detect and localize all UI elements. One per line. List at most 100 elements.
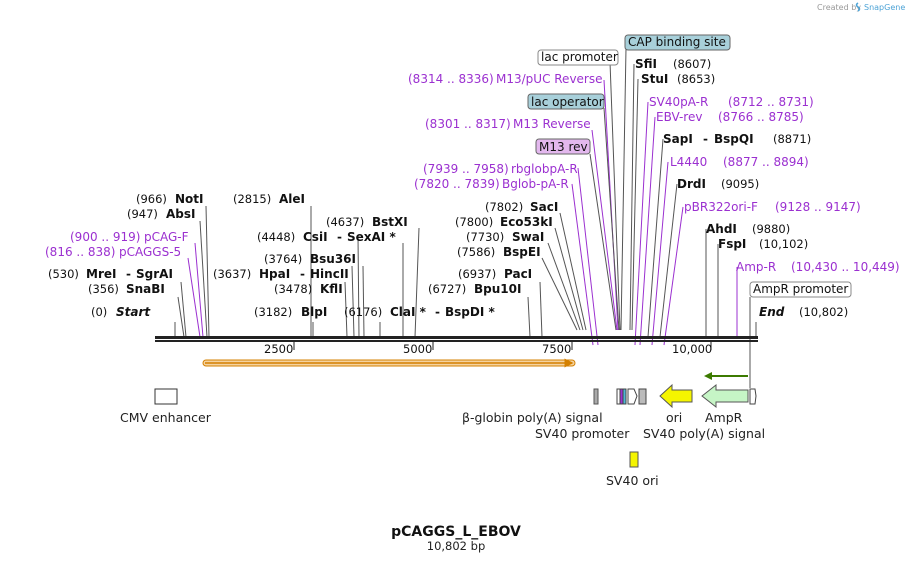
lac-operator-label[interactable]: lac operator bbox=[531, 95, 604, 109]
site-pacI[interactable]: PacI bbox=[504, 267, 532, 281]
primer-pos: (8301 .. 8317) bbox=[425, 117, 511, 131]
site-swaI[interactable]: SwaI bbox=[512, 230, 544, 244]
site-claI[interactable]: ClaI * bbox=[390, 305, 427, 319]
site-bspDI[interactable]: BspDI * bbox=[445, 305, 495, 319]
cmv-enhancer-feature[interactable] bbox=[154, 388, 178, 405]
plasmid-backbone bbox=[155, 336, 758, 342]
right-sites: SfiI (8607) StuI (8653) SV40pA-R (8712 .… bbox=[635, 57, 900, 274]
m13-rev-label[interactable]: M13 rev bbox=[539, 140, 588, 154]
primer-m13-puc-reverse[interactable]: M13/pUC Reverse bbox=[496, 72, 603, 86]
site-pos: (4448) bbox=[257, 230, 295, 244]
primer-bglob-pa-r[interactable]: Bglob-pA-R bbox=[502, 177, 569, 191]
primer-ebv-rev[interactable]: EBV-rev bbox=[656, 110, 702, 124]
site-pos: (7802) bbox=[485, 200, 523, 214]
primer-pos: (8712 .. 8731) bbox=[728, 95, 814, 109]
primer-pos: (900 .. 919) bbox=[70, 230, 140, 244]
plasmid-name: pCAGGS_L_EBOV bbox=[391, 524, 521, 540]
site-notI[interactable]: NotI bbox=[175, 192, 204, 206]
primer-sv40pa-r[interactable]: SV40pA-R bbox=[649, 95, 708, 109]
primer-pos: (9128 .. 9147) bbox=[775, 200, 861, 214]
site-stuI[interactable]: StuI bbox=[641, 72, 668, 86]
site-absI[interactable]: AbsI bbox=[166, 207, 195, 221]
site-mreI[interactable]: MreI bbox=[86, 267, 116, 281]
site-sfiI[interactable]: SfiI bbox=[635, 57, 657, 71]
cmv-enhancer-label: CMV enhancer bbox=[120, 410, 212, 425]
ampr-feature[interactable] bbox=[701, 383, 749, 409]
sv40-polya-feature[interactable] bbox=[638, 388, 647, 405]
site-pos: (7800) bbox=[455, 215, 493, 229]
site-bspQI[interactable]: BspQI bbox=[714, 132, 754, 146]
features: CMV enhancer β-globin poly(A) signal SV4… bbox=[120, 383, 765, 488]
primer-pcaggs-5[interactable]: pCAGGS-5 bbox=[119, 245, 181, 259]
primer-l4440[interactable]: L4440 bbox=[670, 155, 707, 169]
primer-rbglobpa-r[interactable]: rbglobpA-R bbox=[511, 162, 578, 176]
site-pos: (530) bbox=[48, 267, 79, 281]
site-kflI[interactable]: KflI bbox=[320, 282, 343, 296]
scale-ticks: 2500 5000 7500 10,000 bbox=[264, 342, 712, 356]
site-eco53kI[interactable]: Eco53kI bbox=[500, 215, 553, 229]
site-fspI[interactable]: FspI bbox=[718, 237, 746, 251]
primer-pbr322ori-f[interactable]: pBR322ori-F bbox=[684, 200, 758, 214]
site-sacI[interactable]: SacI bbox=[530, 200, 558, 214]
site-pos: (3478) bbox=[274, 282, 312, 296]
primer-amp-r[interactable]: Amp-R bbox=[736, 260, 776, 274]
site-sexAI[interactable]: SexAI * bbox=[347, 230, 396, 244]
lac-promoter-label[interactable]: lac promoter bbox=[541, 50, 618, 64]
site-blpI[interactable]: BlpI bbox=[301, 305, 327, 319]
primer-pos: (8766 .. 8785) bbox=[718, 110, 804, 124]
site-pos: (947) bbox=[127, 207, 158, 221]
primer-pcag-f[interactable]: pCAG-F bbox=[144, 230, 189, 244]
sv40-promoter-label: SV40 promoter bbox=[535, 426, 630, 441]
primer-pos: (10,430 .. 10,449) bbox=[791, 260, 900, 274]
plasmid-title-block: pCAGGS_L_EBOV 10,802 bp bbox=[391, 524, 521, 553]
site-sapI[interactable]: SapI bbox=[663, 132, 693, 146]
site-aleI[interactable]: AleI bbox=[279, 192, 305, 206]
site-sep: - bbox=[126, 267, 131, 281]
primer-pos: (8314 .. 8336) bbox=[408, 72, 494, 86]
site-hincII[interactable]: HincII bbox=[310, 267, 349, 281]
primer-m13-reverse[interactable]: M13 Reverse bbox=[513, 117, 591, 131]
primer-pos: (8877 .. 8894) bbox=[723, 155, 809, 169]
ampr-promoter-label[interactable]: AmpR promoter bbox=[753, 282, 848, 296]
sv40-ori-feature[interactable] bbox=[629, 451, 639, 468]
site-snaBI[interactable]: SnaBI bbox=[126, 282, 165, 296]
left-sites: (966) NotI (947) AbsI (900 .. 919) pCAG-… bbox=[45, 192, 495, 319]
site-pos: (3637) bbox=[213, 267, 251, 281]
orf-arrow[interactable] bbox=[202, 358, 576, 368]
primer-pos: (816 .. 838) bbox=[45, 245, 115, 259]
site-pos: (356) bbox=[88, 282, 119, 296]
feature-small-c[interactable] bbox=[622, 388, 627, 405]
site-bsu36I[interactable]: Bsu36I bbox=[310, 252, 356, 266]
snapgene-logo-icon bbox=[855, 2, 861, 12]
site-pos: (2815) bbox=[233, 192, 271, 206]
site-sgrAI[interactable]: SgrAI bbox=[136, 267, 173, 281]
cap-binding-site-label[interactable]: CAP binding site bbox=[628, 35, 726, 49]
site-drdI[interactable]: DrdI bbox=[677, 177, 706, 191]
site-bstXI[interactable]: BstXI bbox=[372, 215, 408, 229]
site-bpu10I[interactable]: Bpu10I bbox=[474, 282, 521, 296]
credit-text: Created by bbox=[817, 3, 861, 12]
site-sep: - bbox=[435, 305, 440, 319]
ori-feature[interactable] bbox=[659, 383, 693, 409]
site-ahdI[interactable]: AhdI bbox=[706, 222, 737, 236]
sv40-promoter-feature[interactable] bbox=[627, 388, 638, 405]
site-csiI[interactable]: CsiI bbox=[303, 230, 328, 244]
ampr-promoter-feature[interactable] bbox=[749, 388, 757, 405]
boxed-labels: lac promoter CAP binding site lac operat… bbox=[527, 34, 852, 298]
site-hpaI[interactable]: HpaI bbox=[259, 267, 290, 281]
site-pos: (6727) bbox=[428, 282, 466, 296]
map-start: (0) Start bbox=[91, 305, 151, 319]
snapgene-credit: Created by SnapGene bbox=[817, 2, 905, 12]
primer-pos: (7820 .. 7839) bbox=[414, 177, 500, 191]
ori-label: ori bbox=[666, 410, 682, 425]
credit-brand: SnapGene bbox=[864, 3, 905, 12]
beta-globin-feature[interactable] bbox=[593, 388, 599, 405]
ampr-orf-arrow[interactable] bbox=[704, 372, 748, 380]
end-position: (10,802) bbox=[799, 305, 848, 319]
site-bspEI[interactable]: BspEI bbox=[503, 245, 541, 259]
site-pos: (3764) bbox=[264, 252, 302, 266]
tick-10000: 10,000 bbox=[672, 342, 712, 356]
site-pos: (6937) bbox=[458, 267, 496, 281]
start-label: Start bbox=[116, 305, 151, 319]
